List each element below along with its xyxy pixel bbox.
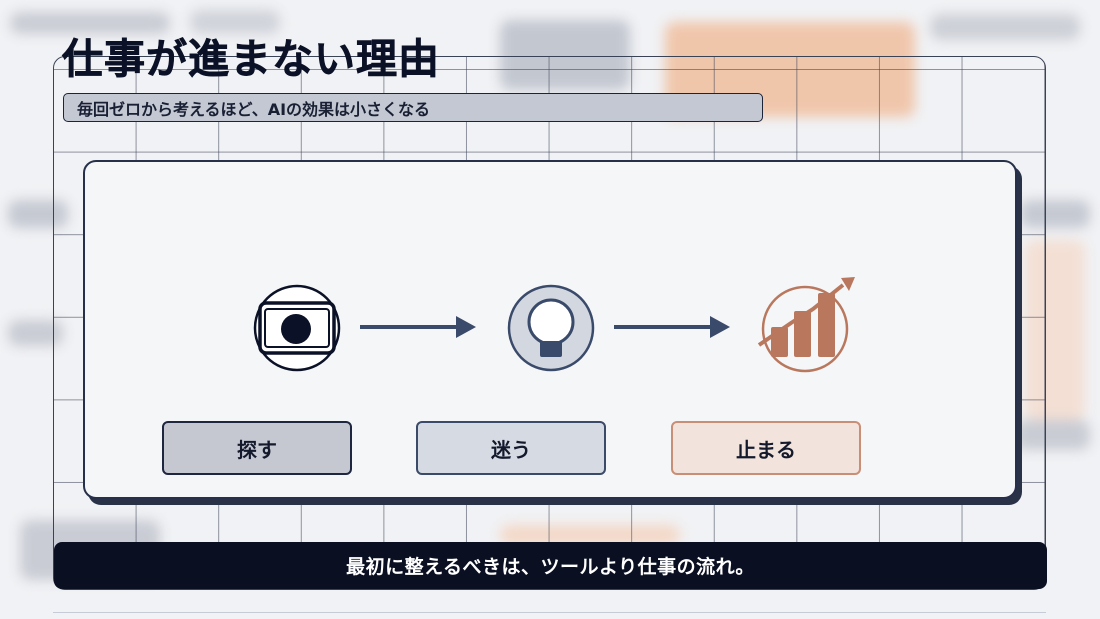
footer-message: 最初に整えるべきは、ツールより仕事の流れ。 — [346, 556, 755, 578]
step-label-search: 探す — [162, 421, 352, 475]
subtitle-bar: 毎回ゼロから考えるほど、AIの効果は小さくなる — [63, 93, 763, 122]
window-icon — [253, 284, 341, 372]
growth-chart-icon — [757, 277, 855, 373]
arrow-right-icon — [614, 316, 730, 338]
page-title: 仕事が進まない理由 — [62, 35, 440, 84]
flow-card: 探す 迷う 止まる — [83, 160, 1017, 499]
lightbulb-icon — [507, 284, 595, 372]
divider — [53, 612, 1046, 613]
footer-banner: 最初に整えるべきは、ツールより仕事の流れ。 — [54, 542, 1047, 589]
subtitle-text: 毎回ゼロから考えるほど、AIの効果は小さくなる — [77, 99, 431, 119]
arrow-right-icon — [360, 316, 476, 338]
step-label-hesitate: 迷う — [416, 421, 606, 475]
step-label-stop: 止まる — [671, 421, 861, 475]
